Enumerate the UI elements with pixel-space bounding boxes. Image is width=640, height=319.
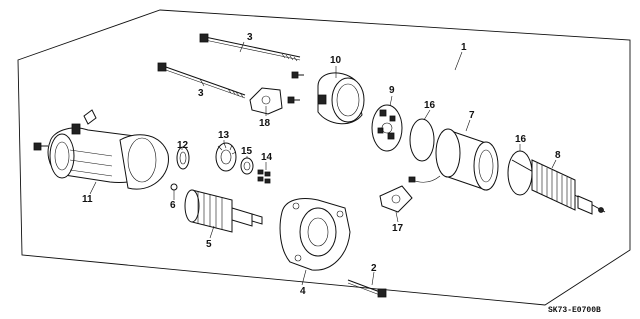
callout-7: 7 xyxy=(469,110,475,121)
callout-16-right: 16 xyxy=(515,134,527,145)
terminal-nut xyxy=(33,142,48,151)
diagram-code: SK73-E0700B xyxy=(548,306,601,315)
callout-16-left: 16 xyxy=(424,100,436,111)
assembly-boundary xyxy=(17,9,631,306)
small-screw-lower xyxy=(287,96,300,104)
callout-4: 4 xyxy=(300,286,306,297)
brush-holder xyxy=(371,104,403,152)
through-bolt-upper xyxy=(199,33,301,62)
callout-1: 1 xyxy=(461,42,467,53)
callout-11: 11 xyxy=(82,194,93,205)
o-ring-left xyxy=(409,118,435,162)
callout-8: 8 xyxy=(555,150,561,161)
gear xyxy=(215,142,237,172)
callout-15: 15 xyxy=(241,146,253,157)
callout-13: 13 xyxy=(218,130,230,141)
callout-10: 10 xyxy=(330,55,342,66)
gear-housing-cover xyxy=(317,72,365,125)
callout-2: 2 xyxy=(371,263,377,274)
overrunning-clutch xyxy=(184,189,263,233)
callout-12: 12 xyxy=(177,140,189,151)
yoke xyxy=(408,128,499,191)
through-bolt-lower xyxy=(157,62,246,99)
bolt xyxy=(347,279,387,298)
rollers xyxy=(257,169,271,184)
callout-17: 17 xyxy=(392,223,404,234)
idler-gear xyxy=(176,146,190,170)
armature xyxy=(511,159,606,215)
callout-3-upper: 3 xyxy=(247,32,253,43)
callout-14: 14 xyxy=(261,152,273,163)
solenoid-housing xyxy=(47,109,169,190)
bracket xyxy=(249,87,283,115)
steel-ball xyxy=(170,183,178,191)
callout-9: 9 xyxy=(389,85,395,96)
drive-housing xyxy=(279,198,351,271)
o-ring-right xyxy=(507,150,533,196)
callout-5: 5 xyxy=(206,239,212,250)
brush-holder-small xyxy=(379,185,413,213)
callout-6: 6 xyxy=(170,200,176,211)
small-screw-upper xyxy=(291,71,304,79)
callout-3-lower: 3 xyxy=(198,88,204,99)
retainer xyxy=(240,157,254,175)
callout-18: 18 xyxy=(259,118,271,129)
